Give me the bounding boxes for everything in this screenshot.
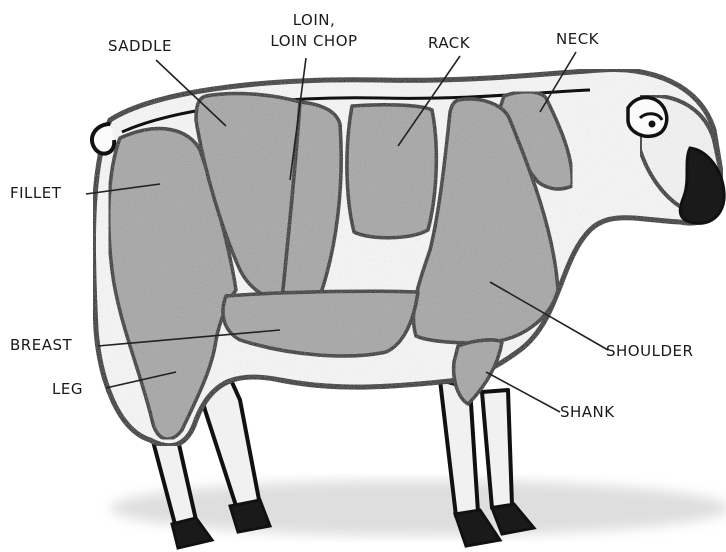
label-fillet: FILLET <box>10 185 61 202</box>
label-saddle: SADDLE <box>108 38 172 55</box>
label-breast: BREAST <box>10 337 72 354</box>
label-shoulder: SHOULDER <box>606 343 693 360</box>
label-shank: SHANK <box>560 404 615 421</box>
label-leg: LEG <box>52 381 83 398</box>
label-loin-line2: LOIN CHOP <box>262 33 366 50</box>
eye-pupil <box>649 121 656 128</box>
cut-rack <box>347 105 436 238</box>
tail <box>92 124 114 154</box>
label-loin-line1: LOIN, <box>262 12 366 29</box>
label-rack: RACK <box>428 35 470 52</box>
label-loin: LOIN, LOIN CHOP <box>262 12 366 50</box>
label-neck: NECK <box>556 31 599 48</box>
